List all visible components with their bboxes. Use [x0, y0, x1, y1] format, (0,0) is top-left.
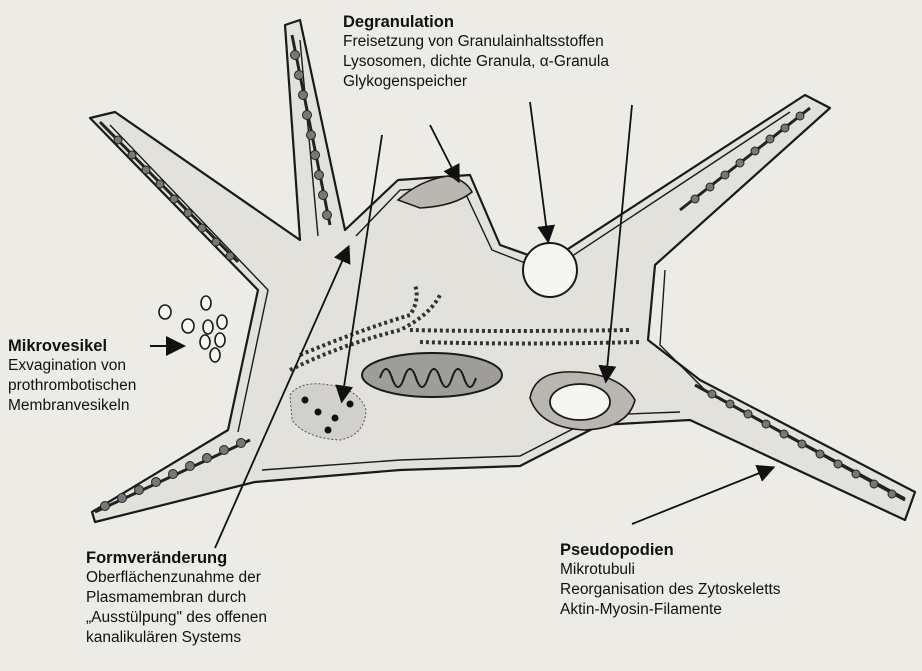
- arrow-to-top-granule: [430, 125, 458, 180]
- arrow-pseudopodia: [632, 468, 772, 524]
- degranulation-line-2: Lysosomen, dichte Granula, α-Granula: [343, 52, 609, 72]
- platelet-membrane: [90, 20, 915, 522]
- pseudopodien-line-3: Aktin-Myosin-Filamente: [560, 600, 781, 620]
- pseudopodien-title: Pseudopodien: [560, 540, 781, 560]
- arrow-to-released-granule: [530, 102, 548, 240]
- released-granule: [523, 243, 577, 297]
- formveraenderung-title: Formveränderung: [86, 548, 267, 568]
- formveraenderung-line-4: kanalikulären Systems: [86, 628, 267, 648]
- microvesicles: [159, 296, 227, 362]
- mikrovesikel-line-3: Membranvesikeln: [8, 396, 136, 416]
- mikrovesikel-title: Mikrovesikel: [8, 336, 136, 356]
- formveraenderung-line-3: „Ausstülpung" des offenen: [86, 608, 267, 628]
- pseudopodien-line-2: Reorganisation des Zytoskeletts: [560, 580, 781, 600]
- formveraenderung-line-2: Plasmamembran durch: [86, 588, 267, 608]
- bundle-upper-right: [680, 108, 810, 210]
- mitochondrion: [362, 353, 502, 397]
- label-formveraenderung: Formveränderung Oberflächenzunahme der P…: [86, 548, 267, 648]
- bundle-lower-right: [695, 385, 905, 500]
- degranulation-line-1: Freisetzung von Granulainhaltsstoffen: [343, 32, 609, 52]
- degranulation-line-3: Glykogenspeicher: [343, 72, 609, 92]
- label-mikrovesikel: Mikrovesikel Exvagination von prothrombo…: [8, 336, 136, 416]
- label-pseudopodien: Pseudopodien Mikrotubuli Reorganisation …: [560, 540, 781, 620]
- mikrovesikel-line-2: prothrombotischen: [8, 376, 136, 396]
- formveraenderung-line-1: Oberflächenzunahme der: [86, 568, 267, 588]
- degranulation-title: Degranulation: [343, 12, 609, 32]
- mikrovesikel-line-1: Exvagination von: [8, 356, 136, 376]
- pseudopodien-line-1: Mikrotubuli: [560, 560, 781, 580]
- label-degranulation: Degranulation Freisetzung von Granulainh…: [343, 12, 609, 92]
